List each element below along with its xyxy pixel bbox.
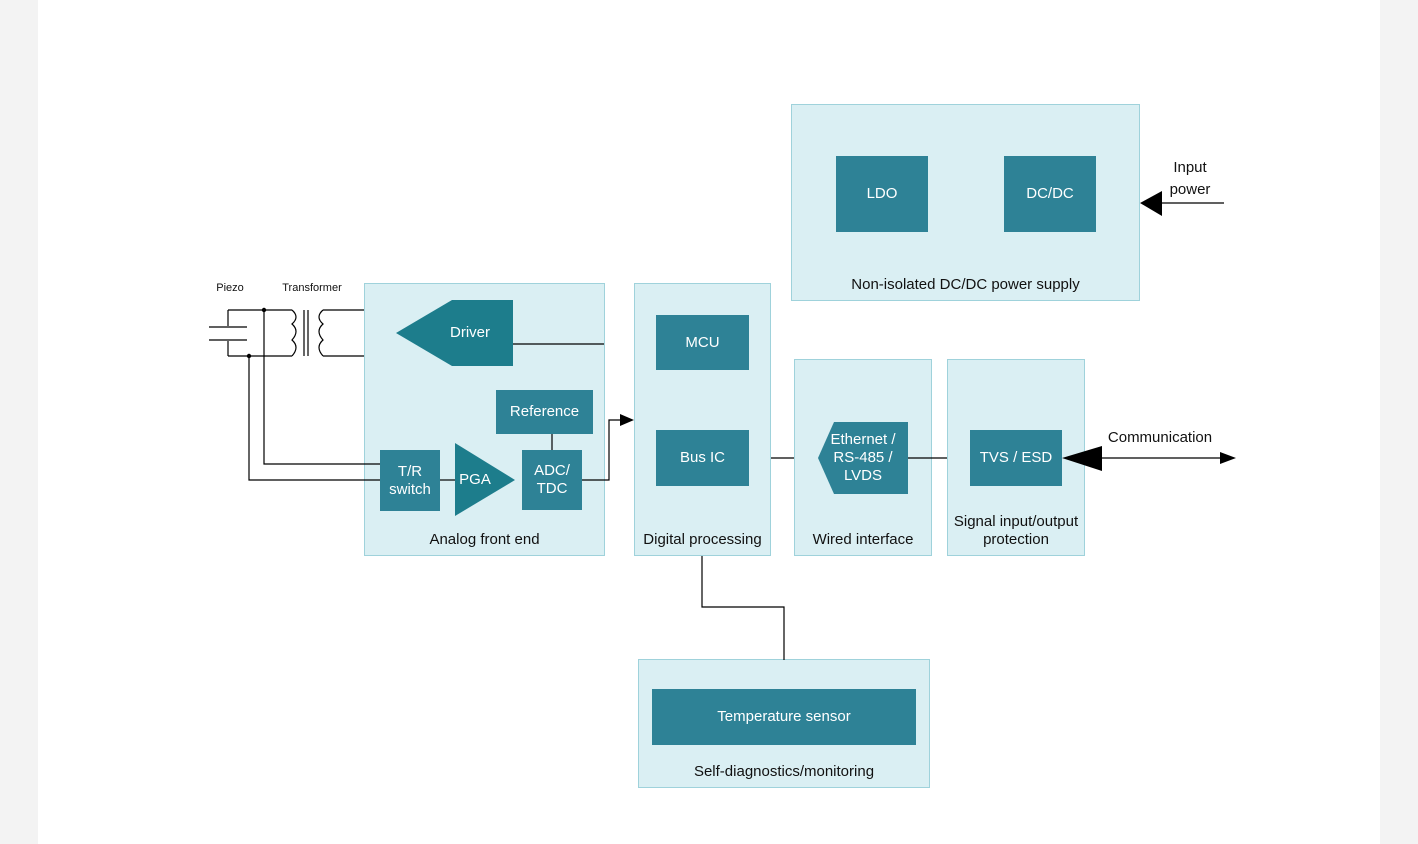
wired-interface-caption: Wired interface	[812, 531, 914, 548]
signal-protection-line2: protection	[983, 531, 1049, 548]
driver-label: Driver	[450, 324, 490, 341]
transformer-primary-coil	[291, 309, 297, 357]
input-power-label: Input power	[1160, 157, 1220, 201]
transformer-label: Transformer	[282, 282, 342, 294]
adc-line2: TDC	[536, 480, 568, 497]
junction-dot-bottom	[246, 353, 252, 359]
reference-block: Reference	[496, 390, 593, 434]
arrowhead-communication	[1220, 452, 1236, 464]
signal-protection-line1: Signal input/output	[953, 513, 1079, 530]
driver-shape	[396, 300, 513, 366]
bus-ic-block: Bus IC	[656, 430, 749, 486]
input-power-line2: power	[1169, 181, 1211, 198]
junction-dot-top	[261, 307, 267, 313]
ethernet-label-line3: LVDS	[843, 467, 883, 484]
self-diagnostics-caption: Self-diagnostics/monitoring	[693, 763, 875, 780]
adc-line1: ADC/	[534, 462, 570, 479]
wire-piezo-tr-bottom	[248, 356, 380, 481]
transformer-secondary-coil	[318, 309, 324, 357]
wire-adc-digital	[582, 419, 622, 481]
piezo-label: Piezo	[216, 282, 244, 294]
tr-switch-line2: switch	[389, 480, 431, 498]
adc-tdc-block: ADC/ TDC	[522, 450, 582, 510]
triangle-communication	[1062, 446, 1102, 471]
digital-processing-caption: Digital processing	[643, 531, 762, 548]
analog-front-end-caption: Analog front end	[429, 531, 540, 548]
tr-switch-line1: T/R	[397, 462, 423, 480]
pga-label: PGA	[459, 471, 491, 488]
input-power-line1: Input	[1173, 159, 1207, 176]
temperature-sensor-block: Temperature sensor	[652, 689, 916, 745]
power-supply-caption: Non-isolated DC/DC power supply	[851, 276, 1080, 293]
ethernet-label-line2: RS-485 /	[833, 449, 893, 466]
wire-digital-diagnostics	[701, 556, 785, 660]
wire-piezo-tr-top	[263, 310, 380, 465]
tvs-esd-block: TVS / ESD	[970, 430, 1062, 486]
triangle-input-power	[1140, 191, 1162, 216]
arrowhead-digital-input	[620, 414, 634, 426]
ldo-block: LDO	[836, 156, 928, 232]
tr-switch-block: T/R switch	[380, 450, 440, 511]
ethernet-label-line1: Ethernet /	[830, 431, 896, 448]
communication-label: Communication	[1107, 429, 1213, 446]
ethernet-label: Ethernet / RS-485 / LVDS	[820, 431, 906, 485]
mcu-block: MCU	[656, 315, 749, 370]
pga-shape	[455, 443, 515, 516]
dcdc-block: DC/DC	[1004, 156, 1096, 232]
signal-protection-caption: Signal input/output protection	[947, 513, 1085, 549]
ethernet-shape	[818, 422, 908, 494]
